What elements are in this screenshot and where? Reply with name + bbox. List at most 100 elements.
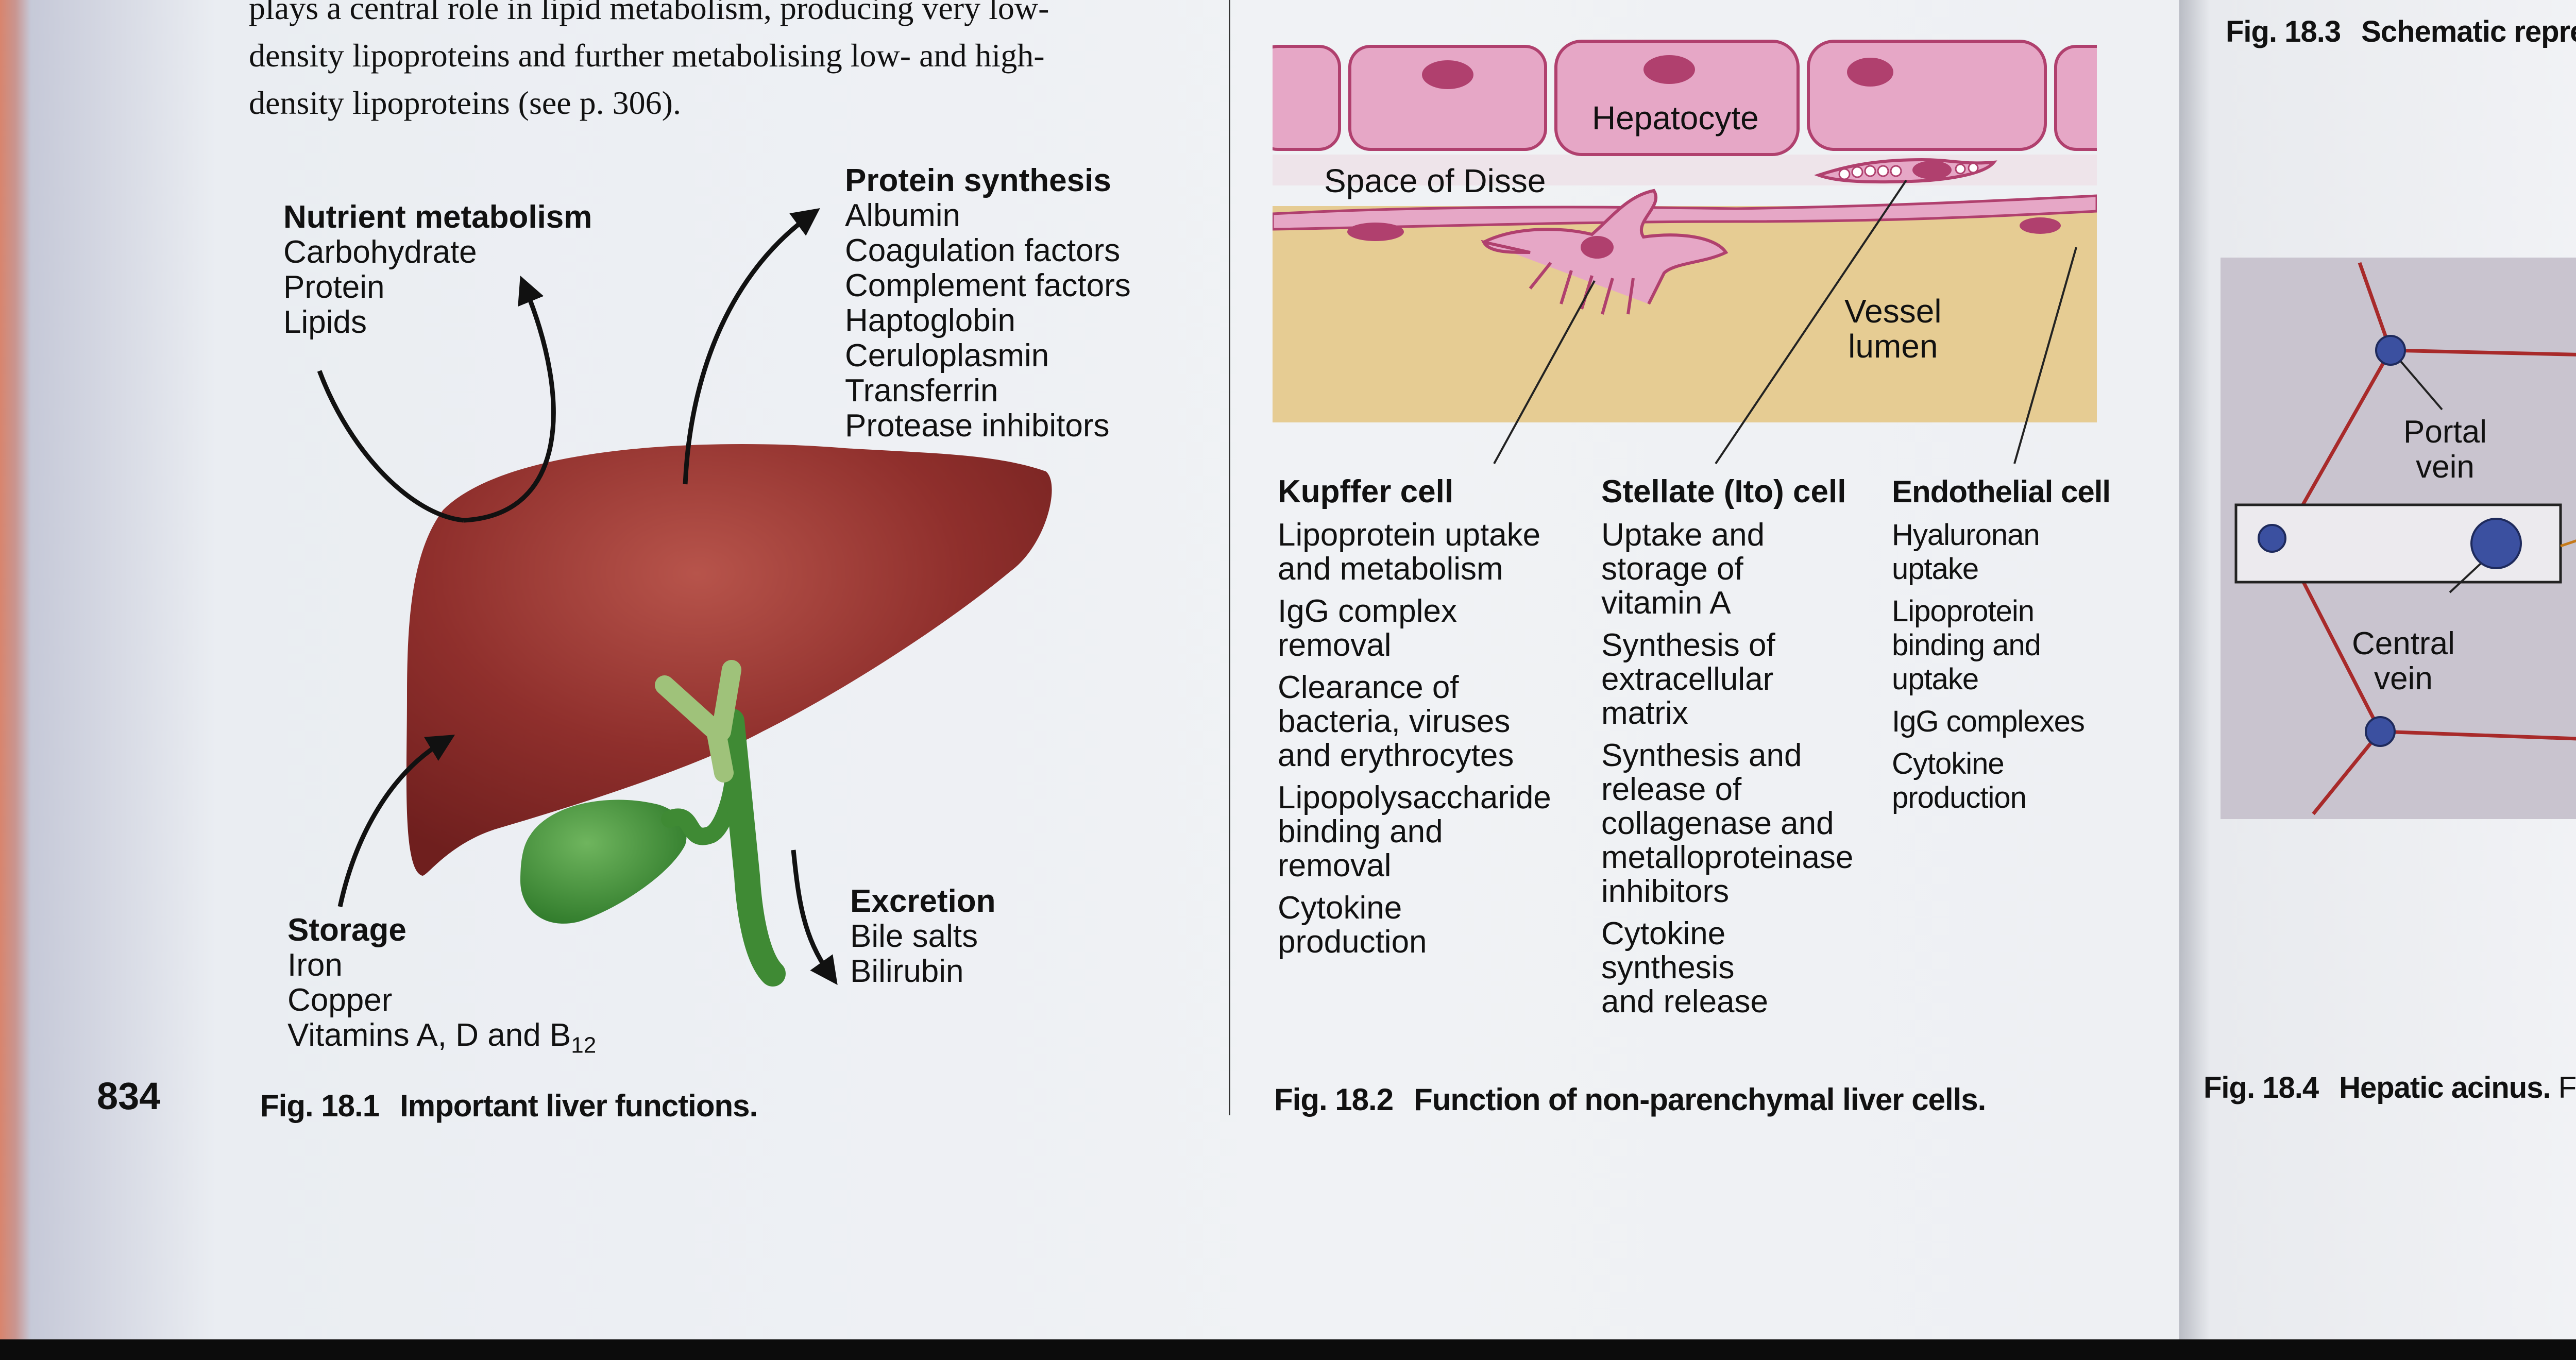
nutrient-metabolism-label: Nutrient metabolism Carbohydrate Protein… — [283, 200, 592, 340]
fig-18-3-caption: Fig. 18.3 Schematic represen — [2226, 14, 2576, 49]
nutrient-item: Protein — [283, 269, 385, 305]
hepatic-ducts — [655, 660, 741, 783]
arrow-nutrient-up — [463, 276, 556, 523]
storage-vitamins-text: Vitamins A, D and B — [287, 1017, 571, 1053]
protein-item: Transferrin — [845, 373, 998, 409]
central-vein-line-2: vein — [2374, 661, 2433, 696]
central-vein-label: Central vein — [2352, 626, 2455, 696]
endothelial-function: IgG complexes — [1892, 705, 2085, 738]
storage-item: Vitamins A, D and B12 — [287, 1018, 596, 1063]
fig-18-2-caption: Fig. 18.2 Function of non-parenchymal liv… — [1274, 1082, 1986, 1117]
excretion-heading: Excretion — [850, 883, 996, 919]
endothelial-heading: Endothelial cell — [1892, 474, 2111, 509]
stellate-cell — [1814, 158, 1997, 184]
storage-item: Copper — [287, 982, 393, 1018]
column-divider — [1229, 0, 1230, 1115]
kupffer-leader — [1493, 280, 1596, 464]
nutrient-heading: Nutrient metabolism — [283, 199, 592, 235]
endothelial-nucleus — [2020, 217, 2061, 234]
endothelial-lining — [1273, 194, 2097, 231]
gallbladder-shape — [520, 800, 687, 924]
intro-line-1: plays a central role in lipid metabolism… — [249, 0, 1049, 26]
portal-vein-leader — [2395, 354, 2443, 411]
storage-label: Storage Iron Copper Vitamins A, D and B1… — [287, 913, 596, 1063]
fig-18-3-title: Schematic represen — [2361, 15, 2576, 48]
endothelial-nucleus-left — [1347, 223, 1404, 241]
portal-vein-label: Portal vein — [2403, 415, 2487, 485]
portal-vein-line-2: vein — [2416, 449, 2475, 485]
nutrient-item: Lipids — [283, 304, 367, 340]
vessel-lumen-line-2: lumen — [1848, 328, 1938, 365]
central-vein-line-1: Central — [2352, 626, 2455, 661]
arrow-storage — [337, 735, 455, 907]
fig-18-2-title: Function of non-parenchymal liver cells. — [1414, 1082, 1986, 1117]
stellate-nucleus — [1912, 161, 1952, 179]
fig-18-3-number: Fig. 18.3 — [2226, 15, 2341, 48]
vessel-lumen-label: Vessel lumen — [1844, 294, 1942, 364]
intro-paragraph: plays a central role in lipid metabolism… — [249, 0, 1228, 127]
acinus-pointer — [2560, 539, 2576, 548]
fig-18-1-number: Fig. 18.1 — [260, 1089, 380, 1123]
scan-bottom-edge — [0, 1339, 2576, 1360]
hepatocyte-nuclei — [1422, 55, 1893, 89]
excretion-label: Excretion Bile salts Bilirubin — [850, 884, 996, 989]
protein-synthesis-label: Protein synthesis Albumin Coagulation fa… — [845, 163, 1131, 444]
protein-item: Protease inhibitors — [845, 408, 1110, 444]
protein-item: Haptoglobin — [845, 303, 1015, 338]
storage-vitamin-subscript: 12 — [571, 1032, 597, 1058]
portal-vein-line-1: Portal — [2403, 414, 2487, 450]
intro-line-3: density lipoproteins (see p. 306). — [249, 84, 681, 121]
hepatocyte-label: Hepatocyte — [1592, 99, 1759, 137]
kupffer-heading: Kupffer cell — [1278, 474, 1454, 509]
protein-item: Ceruloplasmin — [845, 338, 1049, 373]
arrow-excretion — [791, 849, 838, 985]
fig-18-4-number: Fig. 18.4 — [2204, 1071, 2319, 1104]
hepatic-acinus-diagram — [2234, 262, 2576, 815]
space-of-disse-label: Space of Disse — [1324, 162, 1546, 199]
storage-item: Iron — [287, 947, 343, 983]
portal-vein-nodes — [2258, 335, 2406, 747]
fig-18-4-caption: Fig. 18.4 Hepatic acinus. Functic — [2204, 1070, 2576, 1105]
protein-item: Albumin — [845, 198, 960, 233]
endothelial-leader — [2013, 247, 2077, 464]
fig-18-4-title-suffix: Functic — [2558, 1071, 2576, 1104]
nutrient-item: Carbohydrate — [283, 234, 477, 270]
stellate-heading: Stellate (Ito) cell — [1601, 474, 1846, 509]
page-number: 834 — [97, 1075, 161, 1117]
kupffer-nucleus — [1581, 236, 1614, 259]
sinusoid-diagram — [1273, 40, 2097, 465]
arrow-nutrient — [317, 370, 464, 523]
liver-illustration — [317, 208, 1052, 987]
fig-18-2-number: Fig. 18.2 — [1274, 1082, 1394, 1117]
intro-line-2: density lipoproteins and further metabol… — [249, 37, 1045, 74]
protein-item: Complement factors — [845, 268, 1131, 303]
vessel-lumen-line-1: Vessel — [1844, 293, 1942, 330]
stellate-leader — [1715, 179, 1907, 465]
central-vein-node — [2470, 518, 2522, 569]
protein-item: Coagulation factors — [845, 233, 1121, 268]
storage-heading: Storage — [287, 912, 406, 948]
excretion-item: Bilirubin — [850, 954, 964, 989]
protein-heading: Protein synthesis — [845, 163, 1111, 198]
fig-18-4-title: Hepatic acinus. — [2339, 1071, 2551, 1104]
liver-shape — [406, 444, 1052, 876]
excretion-item: Bile salts — [850, 919, 978, 954]
common-bile-duct — [719, 708, 786, 987]
stellate-lipid-droplets — [1838, 162, 1979, 180]
